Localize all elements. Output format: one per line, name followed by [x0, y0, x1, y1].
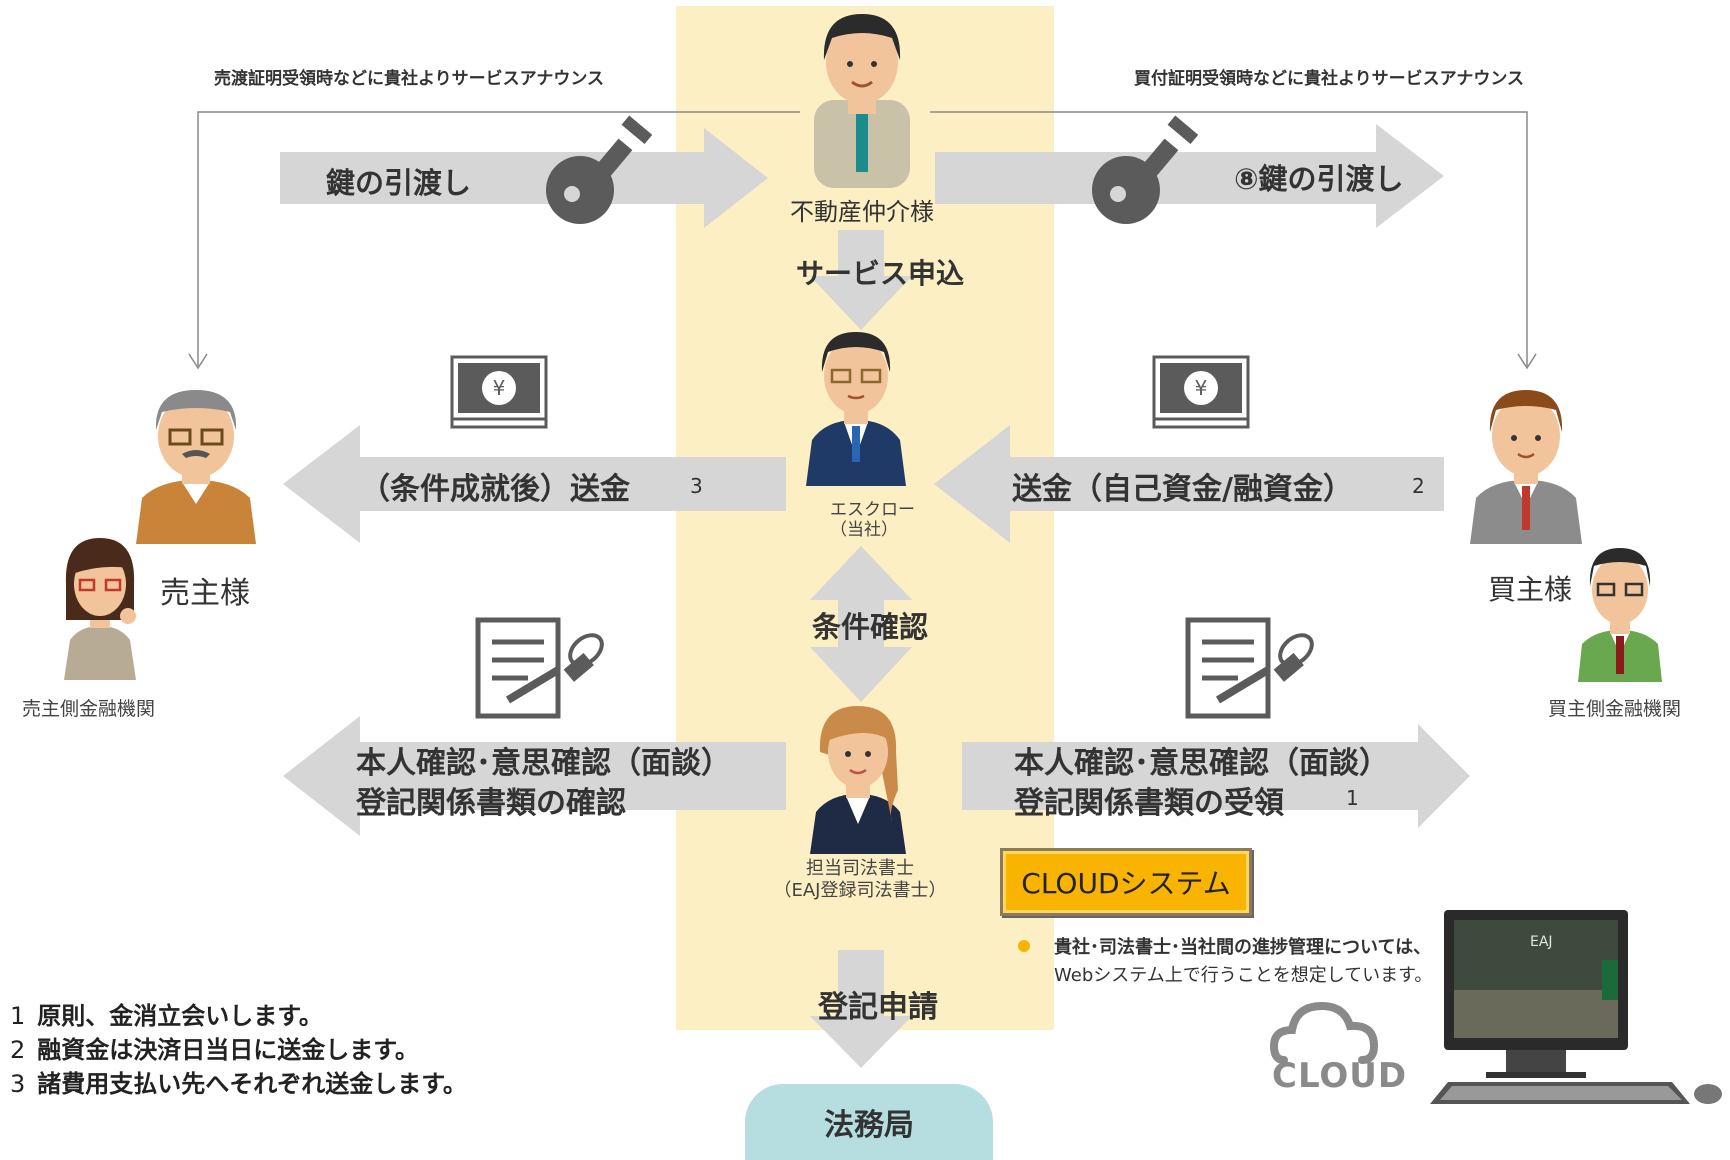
- identity-right-label-1: 本人確認･意思確認（面談）: [1014, 746, 1389, 781]
- announce-text-right: 買付証明受領時などに貴社よりサービスアナウンス: [1134, 69, 1524, 89]
- scrivener-label-line-2: （EAJ登録司法書士）: [773, 879, 947, 901]
- buyer-label: 買主様: [1488, 573, 1573, 606]
- seller-label: 売主様: [160, 576, 250, 611]
- key-icon: [546, 115, 653, 224]
- announce-arrowhead-right: [1517, 353, 1537, 370]
- footnote-2: 2 融資金は決済日当日に送金します。: [10, 1030, 419, 1065]
- buyer-bank-label: 買主側金融機関: [1548, 698, 1682, 720]
- identity-left-label-1: 本人確認･意思確認（面談）: [356, 746, 731, 781]
- scrivener-label-line-1: 担当司法書士: [806, 858, 914, 879]
- key-left-label: 鍵の引渡し: [326, 166, 472, 200]
- footnote-3: 3 諸費用支払い先へそれぞれ送金します。: [10, 1064, 467, 1099]
- cloud-note-line-2: Webシステム上で行うことを想定しています。: [1054, 964, 1433, 986]
- document-stamp-icon: [1185, 617, 1314, 719]
- remit-right-number: 2: [1412, 474, 1425, 498]
- document-stamp-icon: [475, 617, 604, 719]
- seller-bank-label: 売主側金融機関: [22, 698, 156, 720]
- cloud-note-line-1: 貴社･司法書士･当社間の進捗管理については、: [1054, 937, 1432, 958]
- escrow-label-line-1: エスクロー: [830, 500, 915, 520]
- remit-right-arrow: [934, 425, 1444, 543]
- remit-right-label: 送金（自己資金/融資金）: [1012, 472, 1353, 507]
- announce-arrowhead-left: [188, 353, 208, 370]
- footnote-text: 融資金は決済日当日に送金します。: [37, 1036, 419, 1064]
- escrow-label-line-2: （当社）: [830, 520, 898, 541]
- footnote-text: 諸費用支払い先へそれぞれ送金します。: [37, 1070, 467, 1098]
- remit-left-number: 3: [690, 474, 703, 498]
- scrivener-label: 担当司法書士 （EAJ登録司法書士）: [772, 858, 948, 901]
- service-down-arrow: [810, 230, 912, 330]
- condition-double-arrow: [810, 546, 912, 702]
- identity-left-arrow: [283, 716, 786, 836]
- escrow-label: エスクロー （当社）: [830, 500, 915, 541]
- svg-text:¥: ¥: [493, 376, 506, 400]
- registration-down-arrow: [810, 950, 912, 1068]
- cloud-logo-text: CLOUD: [1272, 1056, 1408, 1096]
- footnote-text: 原則、金消立会いします。: [37, 1002, 323, 1030]
- identity-right-label-2: 登記関係書類の受領: [1014, 786, 1284, 821]
- broker-avatar: [814, 14, 910, 188]
- escrow-avatar: [806, 332, 906, 486]
- seller-bank-avatar: [64, 538, 136, 680]
- cloud-note: 貴社･司法書士･当社間の進捗管理については、 Webシステム上で行うことを想定し…: [1054, 934, 1432, 990]
- money-icon: ¥: [1152, 355, 1250, 429]
- identity-left-label-2: 登記関係書類の確認: [356, 786, 626, 821]
- legal-affairs-bureau: 法務局: [745, 1084, 993, 1160]
- key-right-arrow: [935, 124, 1444, 228]
- service-apply-label: サービス申込: [796, 257, 965, 290]
- announce-text-left: 売渡証明受領時などに貴社よりサービスアナウンス: [214, 69, 604, 89]
- announce-line-left: [197, 111, 800, 366]
- key-right-label: ⑧鍵の引渡し: [1234, 162, 1404, 196]
- cloud-system-button[interactable]: CLOUDシステム: [1000, 848, 1252, 916]
- footnote-number: 3: [10, 1070, 26, 1098]
- remit-left-label: （条件成就後）送金: [360, 472, 630, 507]
- screen-logo-text: EAJ: [1530, 934, 1553, 950]
- registration-label: 登記申請: [818, 990, 938, 1025]
- buyer-bank-avatar: [1578, 548, 1662, 682]
- bullet-dot: [1018, 940, 1030, 952]
- broker-label: 不動産仲介様: [790, 198, 934, 226]
- computer-icon: [1430, 910, 1722, 1104]
- announce-line-right: [930, 111, 1528, 366]
- key-left-arrow: [280, 128, 768, 228]
- identity-right-arrow: [962, 724, 1470, 828]
- footnote-number: 2: [10, 1036, 26, 1064]
- key-icon: [1092, 115, 1199, 224]
- identity-right-number: 1: [1346, 786, 1359, 810]
- footnote-1: 1 原則、金消立会いします。: [10, 996, 323, 1031]
- buyer-avatar: [1470, 390, 1582, 544]
- footnote-number: 1: [10, 1002, 26, 1030]
- money-icon: ¥: [450, 355, 548, 429]
- condition-check-label: 条件確認: [812, 610, 929, 644]
- cloud-icon: [1269, 1001, 1379, 1064]
- seller-avatar: [136, 390, 256, 544]
- svg-text:¥: ¥: [1195, 376, 1208, 400]
- scrivener-avatar: [810, 706, 906, 854]
- remit-left-arrow: [283, 425, 786, 543]
